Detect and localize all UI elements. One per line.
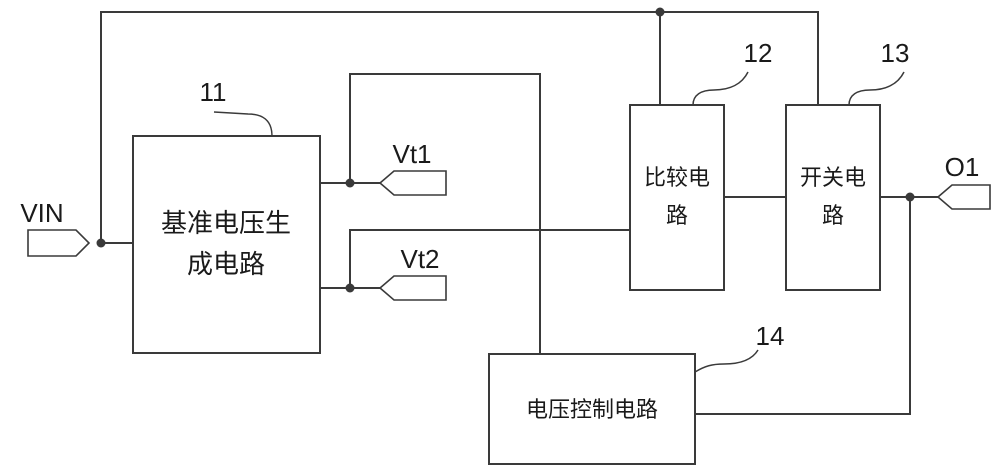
leader-13 [848, 71, 905, 106]
voltage-control-block-label: 电压控制电路 [526, 398, 658, 423]
reference-block-label-line2: 成电路 [187, 250, 265, 280]
vin-port [27, 229, 91, 257]
ref-number-12: 12 [744, 38, 773, 68]
reference-block-label-line1: 基准电压生 [161, 209, 291, 239]
junction-vt1 [345, 178, 355, 188]
reference-voltage-block [132, 135, 321, 354]
comparator-block-label-line2: 路 [666, 204, 688, 229]
comparator-block-label-line1: 比较电 [644, 166, 710, 191]
ref-number-11: 11 [200, 77, 227, 107]
junction-vt2 [345, 283, 355, 293]
ref-number-13: 13 [881, 38, 910, 68]
leader-14 [694, 349, 759, 373]
switch-block-label-line1: 开关电 [800, 166, 866, 191]
ref-number-14: 14 [756, 321, 785, 351]
junction-top-rail [655, 7, 665, 17]
switch-block-label-line2: 路 [822, 204, 844, 229]
wires [100, 11, 938, 415]
vin-label: VIN [20, 198, 63, 228]
vt2-port [378, 275, 447, 301]
junction-output [905, 192, 915, 202]
comparator-block [629, 104, 725, 291]
leader-11 [213, 111, 273, 137]
wire-vt1-to-control [349, 73, 541, 354]
voltage-control-block [488, 353, 696, 465]
switch-block [785, 104, 881, 291]
vt1-port [378, 170, 447, 196]
o1-label: O1 [945, 152, 980, 182]
vt1-label: Vt1 [392, 139, 431, 169]
wire-vt2-to-comparator [349, 229, 630, 288]
leader-12 [692, 71, 749, 106]
o1-port [936, 184, 991, 210]
wire-top-rail [100, 11, 819, 243]
vt2-label: Vt2 [400, 244, 439, 274]
junction-vin [96, 238, 106, 248]
junctions [96, 7, 915, 293]
wire-output-feedback [695, 197, 911, 415]
